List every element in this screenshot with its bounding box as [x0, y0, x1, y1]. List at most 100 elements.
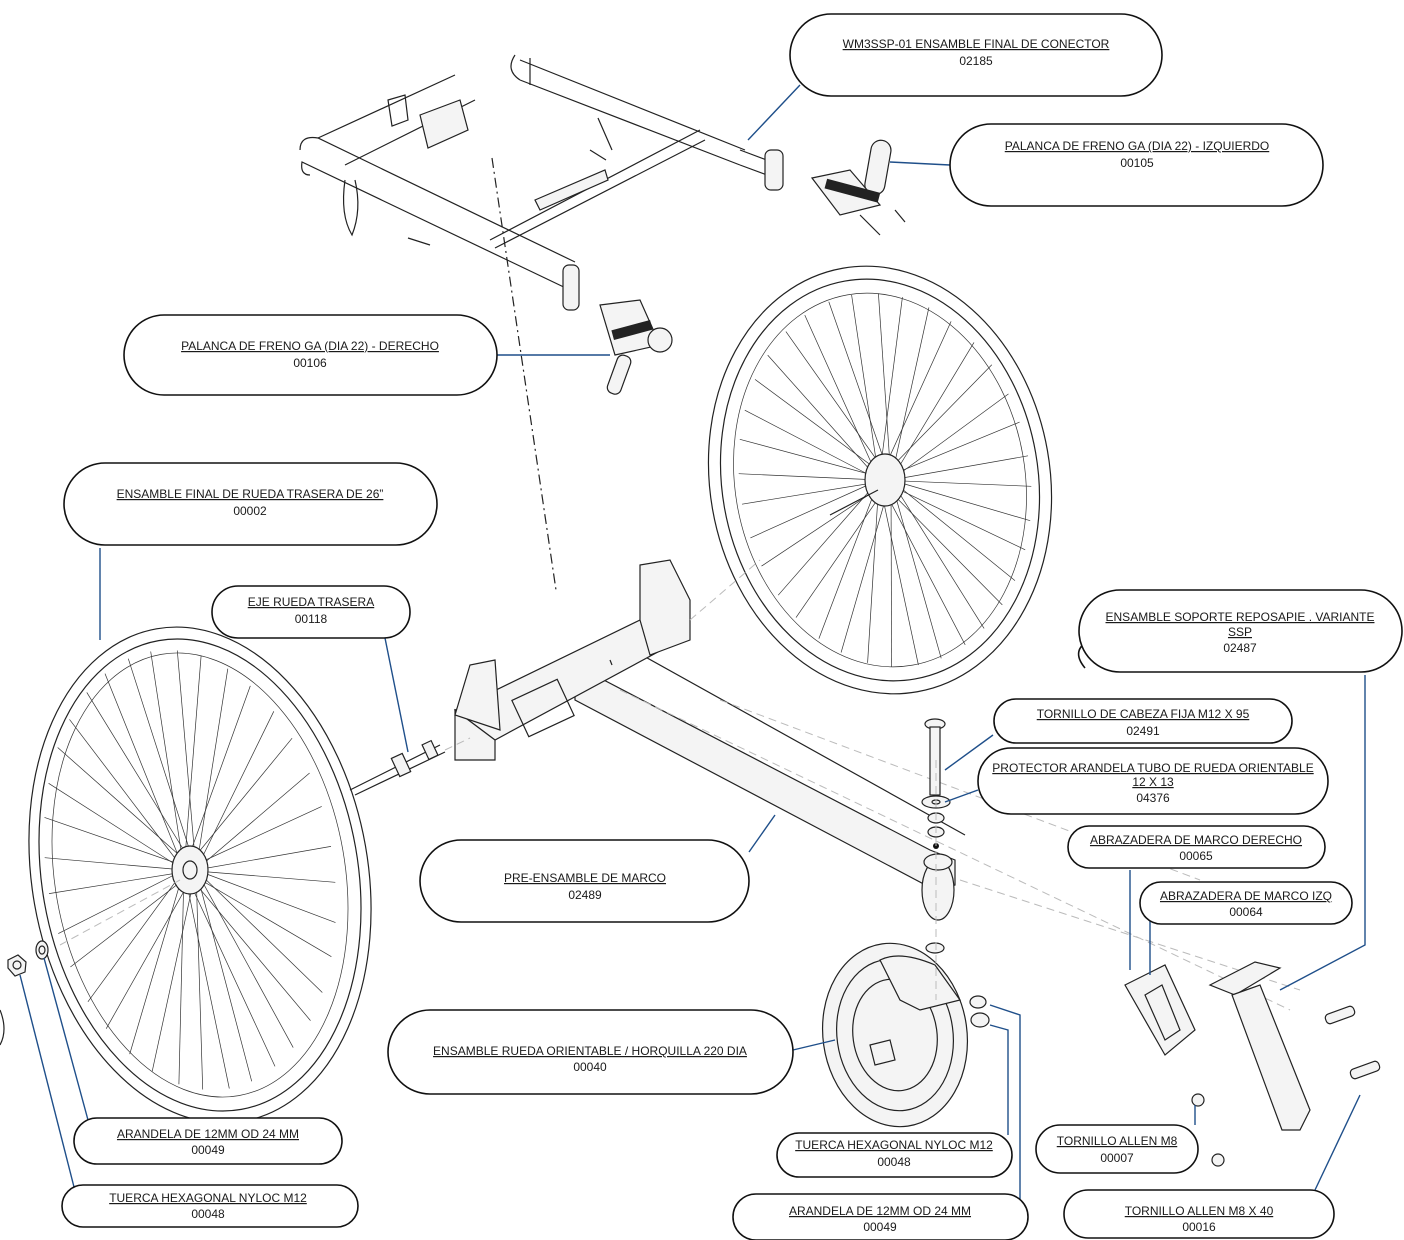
spoke — [183, 869, 230, 1089]
nut-washer-left-drawing — [7, 940, 49, 977]
svg-text:00007: 00007 — [1100, 1151, 1134, 1165]
spoke — [867, 479, 880, 663]
spoke — [150, 651, 185, 871]
svg-text:00065: 00065 — [1179, 849, 1213, 863]
svg-text:00064: 00064 — [1229, 905, 1263, 919]
spoke — [105, 869, 197, 1029]
spoke — [890, 342, 975, 481]
spoke — [58, 869, 185, 934]
rear-wheel-right-drawing — [707, 265, 1053, 695]
callout-conector: WM3SSP-01 ENSAMBLE FINAL DE CONECTOR 021… — [789, 13, 1163, 97]
spoke — [127, 658, 197, 871]
spoke — [744, 409, 880, 481]
callout-arandela-izq: ARANDELA DE 12MM OD 24 MM 00049 — [73, 1117, 343, 1165]
spoke — [57, 747, 197, 871]
svg-text:00002: 00002 — [233, 504, 267, 518]
spoke — [129, 869, 185, 1055]
svg-text:00048: 00048 — [877, 1155, 911, 1169]
spoke — [878, 293, 892, 481]
spoke — [828, 301, 892, 481]
spoke — [890, 479, 892, 667]
spoke — [44, 857, 185, 871]
spoke — [890, 455, 1029, 481]
callout-allen-m8x40: TORNILLO ALLEN M8 X 40 00016 — [1063, 1189, 1335, 1239]
callout-rueda-trasera: ENSAMBLE FINAL DE RUEDA TRASERA DE 26” 0… — [63, 462, 438, 546]
svg-text:TORNILLO ALLEN M8 X 40: TORNILLO ALLEN M8 X 40 — [1125, 1204, 1274, 1218]
svg-text:02487: 02487 — [1223, 641, 1257, 655]
svg-text:PALANCA DE FRENO GA (DIA 22) -: PALANCA DE FRENO GA (DIA 22) - DERECHO — [181, 339, 439, 353]
callout-abrazadera-der: ABRAZADERA DE MARCO DERECHO 00065 — [1067, 825, 1326, 869]
spoke — [48, 869, 197, 894]
callout-rueda-orientable: ENSAMBLE RUEDA ORIENTABLE / HORQUILLA 22… — [387, 1009, 794, 1095]
callout-palanca-der: PALANCA DE FRENO GA (DIA 22) - DERECHO 0… — [123, 314, 498, 396]
svg-text:TUERCA HEXAGONAL NYLOC M12: TUERCA HEXAGONAL NYLOC M12 — [109, 1191, 307, 1205]
svg-text:00040: 00040 — [573, 1060, 607, 1074]
spoke — [183, 869, 276, 1067]
spoke — [785, 331, 892, 481]
axle-drawing — [349, 737, 471, 796]
svg-text:ABRAZADERA DE MARCO IZQ: ABRAZADERA DE MARCO IZQ — [1160, 889, 1332, 903]
spoke — [878, 479, 919, 666]
spoke — [151, 869, 197, 1072]
spoke — [890, 479, 1016, 581]
svg-text:00049: 00049 — [191, 1143, 225, 1157]
spoke — [851, 294, 880, 481]
svg-text:TORNILLO ALLEN M8: TORNILLO ALLEN M8 — [1057, 1134, 1178, 1148]
svg-text:WM3SSP-01 ENSAMBLE FINAL DE CO: WM3SSP-01 ENSAMBLE FINAL DE CONECTOR — [843, 37, 1110, 51]
spoke — [195, 668, 229, 871]
leader-lines — [19, 84, 1366, 1200]
spoke — [878, 479, 1003, 606]
spoke — [890, 393, 1009, 481]
callout-eje: EJE RUEDA TRASERA 00118 — [211, 585, 411, 639]
svg-text:EJE RUEDA TRASERA: EJE RUEDA TRASERA — [248, 595, 374, 609]
svg-text:02185: 02185 — [959, 54, 993, 68]
callout-palanca-izq: PALANCA DE FRENO GA (DIA 22) - IZQUIERDO… — [949, 123, 1324, 207]
svg-text:00105: 00105 — [1120, 156, 1154, 170]
spoke — [87, 869, 185, 1003]
spoke — [183, 685, 251, 871]
svg-text:00106: 00106 — [293, 356, 327, 370]
callout-protector: PROTECTOR ARANDELA TUBO DE RUEDA ORIENTA… — [977, 747, 1329, 815]
spoke — [195, 772, 310, 871]
spoke — [195, 869, 336, 923]
callout-tuerca-izq: TUERCA HEXAGONAL NYLOC M12 00048 — [61, 1184, 359, 1228]
spoke — [777, 479, 880, 596]
spoke — [750, 479, 880, 539]
spoke — [176, 650, 197, 871]
footrest-support-drawing — [1191, 961, 1381, 1167]
bolt-washer-stack-drawing — [921, 718, 990, 1028]
svg-text:00118: 00118 — [295, 612, 328, 626]
svg-text:04376: 04376 — [1136, 791, 1170, 805]
spoke — [738, 473, 880, 481]
spoke — [890, 479, 985, 629]
svg-text:02491: 02491 — [1126, 724, 1160, 738]
spoke — [878, 297, 903, 481]
callout-tuerca-der: TUERCA HEXAGONAL NYLOC M12 00048 — [776, 1132, 1013, 1178]
svg-text:02489: 02489 — [568, 888, 602, 902]
svg-text:00049: 00049 — [863, 1220, 897, 1234]
spoke — [878, 321, 952, 481]
spoke — [890, 479, 942, 659]
svg-text:00016: 00016 — [1182, 1220, 1216, 1234]
spoke — [183, 869, 332, 958]
spoke — [195, 869, 253, 1082]
spoke — [840, 479, 892, 653]
spoke — [878, 479, 966, 646]
spoke — [183, 655, 202, 871]
spoke — [195, 846, 332, 871]
callout-tornillo-fija: TORNILLO DE CABEZA FIJA M12 X 95 02491 — [993, 698, 1293, 744]
svg-text:PROTECTOR ARANDELA TUBO DE RUE: PROTECTOR ARANDELA TUBO DE RUEDA ORIENTA… — [992, 761, 1313, 775]
spoke — [48, 783, 185, 871]
callout-abrazadera-izq: ABRAZADERA DE MARCO IZQ 00064 — [1139, 881, 1353, 925]
spoke — [183, 737, 293, 871]
spoke — [195, 869, 204, 1090]
spoke — [70, 869, 197, 968]
caster-wheel-drawing — [821, 942, 969, 1128]
svg-text:ENSAMBLE FINAL DE RUEDA TRASER: ENSAMBLE FINAL DE RUEDA TRASERA DE 26” — [117, 487, 384, 501]
centerline — [491, 157, 557, 591]
callout-reposapie: ENSAMBLE SOPORTE REPOSAPIE . VARIANTE SS… — [1078, 589, 1403, 673]
svg-text:TUERCA HEXAGONAL NYLOC M12: TUERCA HEXAGONAL NYLOC M12 — [795, 1138, 993, 1152]
spoke — [104, 673, 185, 871]
svg-text:ARANDELA DE 12MM OD 24 MM: ARANDELA DE 12MM OD 24 MM — [789, 1204, 971, 1218]
